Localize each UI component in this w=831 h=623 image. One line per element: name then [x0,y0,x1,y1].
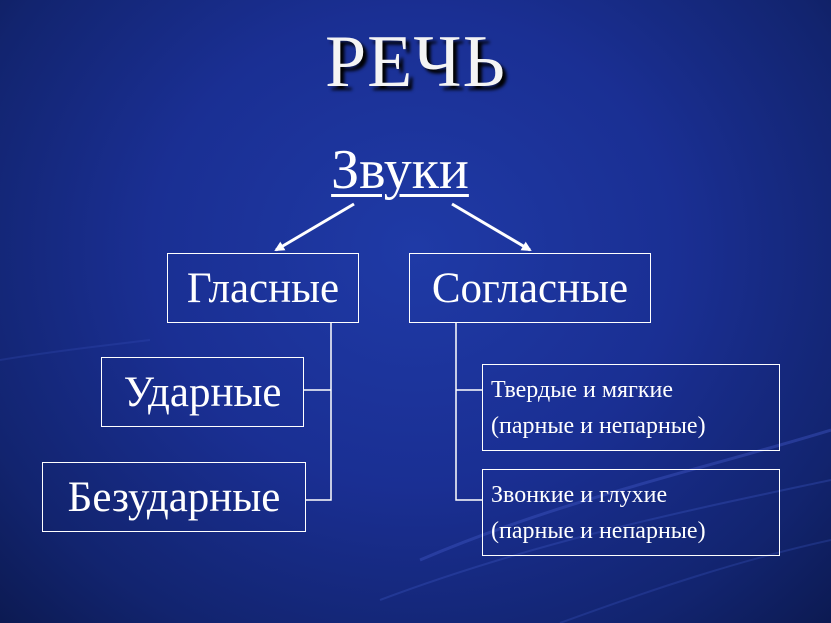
connector-consonants-children [455,323,482,501]
node-vowels-label: Гласные [186,264,340,312]
node-hard-soft-line2: (парные и непарные) [491,412,706,439]
node-stressed: Ударные [101,357,304,427]
node-consonants: Согласные [409,253,651,323]
root-node-sounds: Звуки [331,139,469,201]
arrow-to-consonants [451,202,532,252]
node-stressed-label: Ударные [123,368,282,416]
node-voiced-voiceless: Звонкие и глухие (парные и непарные) [482,469,780,556]
node-consonants-label: Согласные [431,264,629,312]
slide-title: РЕЧЬ [325,21,506,103]
node-unstressed: Безударные [42,462,306,532]
node-unstressed-label: Безударные [67,473,281,521]
node-hard-soft: Твердые и мягкие (парные и непарные) [482,364,780,451]
node-voiced-voiceless-line2: (парные и непарные) [491,517,706,544]
connector-vowels-children [306,323,332,501]
arrow-to-vowels [274,202,355,252]
node-vowels: Гласные [167,253,359,323]
node-voiced-voiceless-line1: Звонкие и глухие [491,481,668,508]
node-hard-soft-line1: Твердые и мягкие [491,376,674,403]
